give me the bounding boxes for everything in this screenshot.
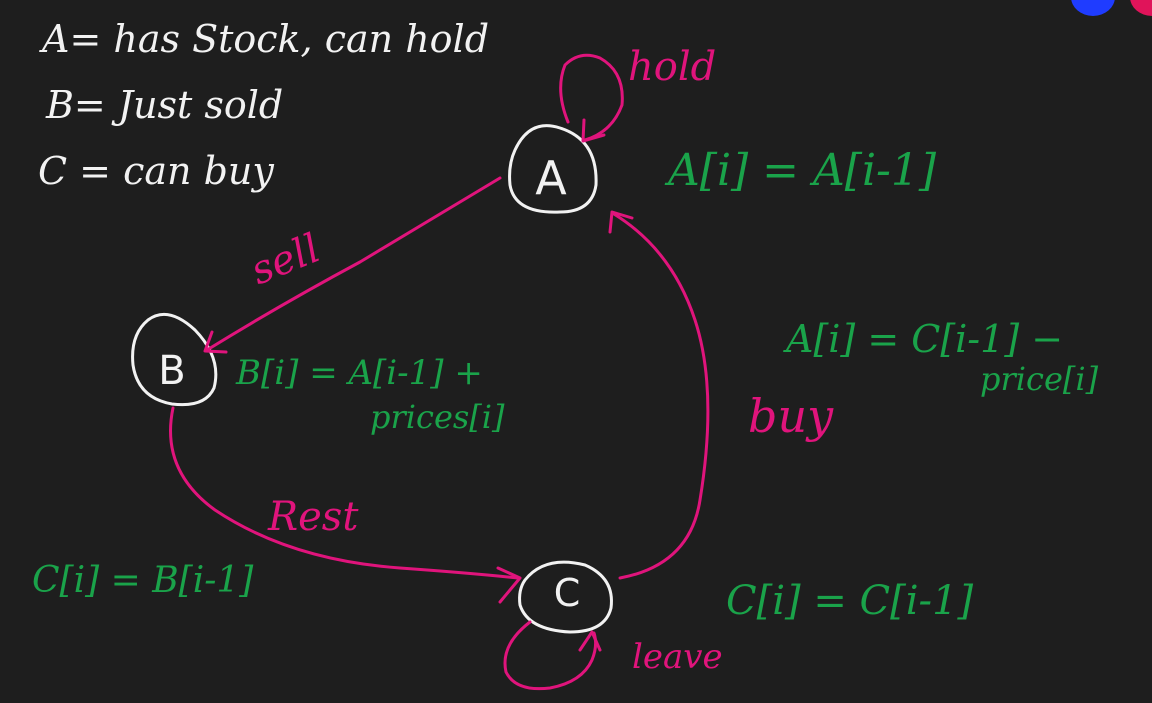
edge-hold-loop bbox=[559, 53, 624, 142]
edge-rest-arrowhead bbox=[496, 566, 522, 604]
label-leave: leave bbox=[632, 637, 723, 677]
node-a-label: A bbox=[535, 151, 567, 205]
edge-buy bbox=[612, 212, 710, 580]
label-buy: buy bbox=[748, 389, 834, 443]
node-a[interactable]: A bbox=[508, 124, 598, 214]
node-b-label: B bbox=[158, 348, 185, 394]
edge-buy-arrowhead bbox=[608, 210, 634, 234]
edges bbox=[169, 53, 710, 691]
edge-hold-arrowhead bbox=[581, 118, 606, 143]
label-rest: Rest bbox=[267, 494, 359, 540]
legend-line-c: C = can buy bbox=[38, 149, 274, 193]
equation-b-line1: B[i] = A[i-1] + bbox=[235, 353, 483, 393]
edge-leave-arrowhead bbox=[578, 630, 602, 652]
node-c[interactable]: C bbox=[518, 560, 613, 634]
edge-leave-loop bbox=[503, 620, 598, 691]
edge-sell bbox=[205, 176, 502, 352]
equation-a-buy-line2: price[i] bbox=[980, 360, 1099, 398]
equation-c-rest: C[i] = B[i-1] bbox=[32, 560, 254, 601]
equation-a-hold: A[i] = A[i-1] bbox=[664, 145, 937, 196]
equation-b-line2: prices[i] bbox=[370, 398, 505, 436]
equation-a-buy-line1: A[i] = C[i-1] − bbox=[783, 317, 1063, 361]
edge-sell-arrowhead bbox=[203, 330, 228, 354]
node-b[interactable]: B bbox=[131, 312, 218, 407]
equations: A[i] = A[i-1] A[i] = C[i-1] − price[i] B… bbox=[32, 145, 1099, 624]
edge-rest bbox=[169, 406, 520, 580]
blue-corner-button[interactable] bbox=[1071, 0, 1115, 16]
legend: A= has Stock, can hold B= Just sold C = … bbox=[38, 17, 489, 193]
equation-c-leave: C[i] = C[i-1] bbox=[726, 578, 974, 624]
label-sell: sell bbox=[245, 225, 327, 294]
node-c-label: C bbox=[554, 571, 581, 615]
label-hold: hold bbox=[628, 44, 716, 90]
legend-line-b: B= Just sold bbox=[45, 83, 283, 127]
legend-line-a: A= has Stock, can hold bbox=[39, 17, 489, 61]
